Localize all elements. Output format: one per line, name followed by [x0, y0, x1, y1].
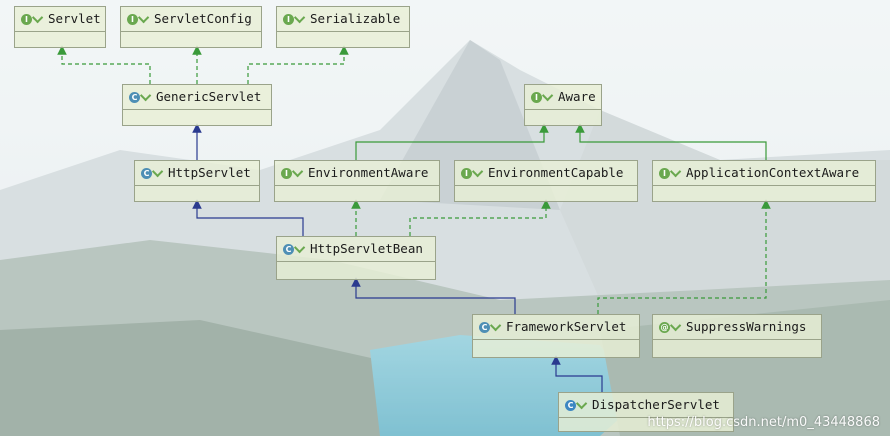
- public-visibility-icon: [541, 89, 554, 102]
- node-servlet-label: Servlet: [48, 11, 101, 26]
- node-aware-label: Aware: [558, 89, 596, 104]
- public-visibility-icon: [669, 165, 682, 178]
- edge-frameworkservlet-httpservletbean: [351, 277, 516, 314]
- node-suppresswarnings[interactable]: @ SuppressWarnings: [652, 314, 822, 358]
- edge-httpservletbean-environmentcapable: [409, 199, 551, 236]
- watermark-text: https://blog.csdn.net/m0_43448868: [647, 415, 880, 430]
- public-visibility-icon: [137, 11, 150, 24]
- interface-icon: I: [281, 167, 292, 179]
- node-environmentcapable[interactable]: I EnvironmentCapable: [454, 160, 638, 202]
- node-httpservletbean[interactable]: C HttpServletBean: [276, 236, 436, 280]
- node-httpservlet-label: HttpServlet: [168, 165, 251, 180]
- annotation-icon: @: [659, 321, 670, 333]
- node-servletconfig[interactable]: I ServletConfig: [120, 6, 262, 48]
- class-icon: C: [565, 399, 576, 411]
- node-environmentcapable-label: EnvironmentCapable: [488, 165, 624, 180]
- node-environmentaware[interactable]: I EnvironmentAware: [274, 160, 440, 202]
- interface-icon: I: [283, 13, 294, 25]
- abstract-class-icon: C: [479, 321, 490, 333]
- node-servlet[interactable]: I Servlet: [14, 6, 106, 48]
- public-visibility-icon: [489, 319, 502, 332]
- abstract-class-icon: C: [283, 243, 294, 255]
- public-visibility-icon: [31, 11, 44, 24]
- node-serializable[interactable]: I Serializable: [276, 6, 410, 48]
- node-frameworkservlet-label: FrameworkServlet: [506, 319, 627, 334]
- node-applicationcontextaware-label: ApplicationContextAware: [686, 165, 860, 180]
- edge-frameworkservlet-applicationcontextaware: [597, 199, 771, 314]
- edge-httpservletbean-httpservlet: [192, 199, 304, 236]
- node-suppresswarnings-label: SuppressWarnings: [686, 319, 807, 334]
- node-genericservlet-label: GenericServlet: [156, 89, 262, 104]
- node-servletconfig-label: ServletConfig: [154, 11, 252, 26]
- edge-dispatcherservlet-frameworkservlet: [551, 355, 603, 392]
- public-visibility-icon: [293, 241, 306, 254]
- edge-applicationcontextaware-aware: [575, 123, 767, 160]
- node-httpservlet[interactable]: C HttpServlet: [134, 160, 260, 202]
- public-visibility-icon: [139, 89, 152, 102]
- node-frameworkservlet[interactable]: C FrameworkServlet: [472, 314, 640, 358]
- node-dispatcherservlet[interactable]: C DispatcherServlet: [558, 392, 734, 432]
- edge-genericservlet-serializable: [247, 45, 349, 84]
- interface-icon: I: [531, 91, 542, 103]
- edge-environmentaware-aware: [355, 123, 549, 160]
- interface-icon: I: [127, 13, 138, 25]
- public-visibility-icon: [151, 165, 164, 178]
- node-environmentaware-label: EnvironmentAware: [308, 165, 429, 180]
- abstract-class-icon: C: [129, 91, 140, 103]
- public-visibility-icon: [291, 165, 304, 178]
- node-httpservletbean-label: HttpServletBean: [310, 241, 423, 256]
- node-applicationcontextaware[interactable]: I ApplicationContextAware: [652, 160, 876, 202]
- node-genericservlet[interactable]: C GenericServlet: [122, 84, 272, 126]
- public-visibility-icon: [293, 11, 306, 24]
- interface-icon: I: [659, 167, 670, 179]
- edge-genericservlet-servlet: [57, 45, 151, 84]
- public-visibility-icon: [575, 397, 588, 410]
- abstract-class-icon: C: [141, 167, 152, 179]
- node-aware[interactable]: I Aware: [524, 84, 602, 126]
- public-visibility-icon: [669, 319, 682, 332]
- node-dispatcherservlet-label: DispatcherServlet: [592, 397, 720, 412]
- interface-icon: I: [21, 13, 32, 25]
- node-serializable-label: Serializable: [310, 11, 401, 26]
- interface-icon: I: [461, 167, 472, 179]
- public-visibility-icon: [471, 165, 484, 178]
